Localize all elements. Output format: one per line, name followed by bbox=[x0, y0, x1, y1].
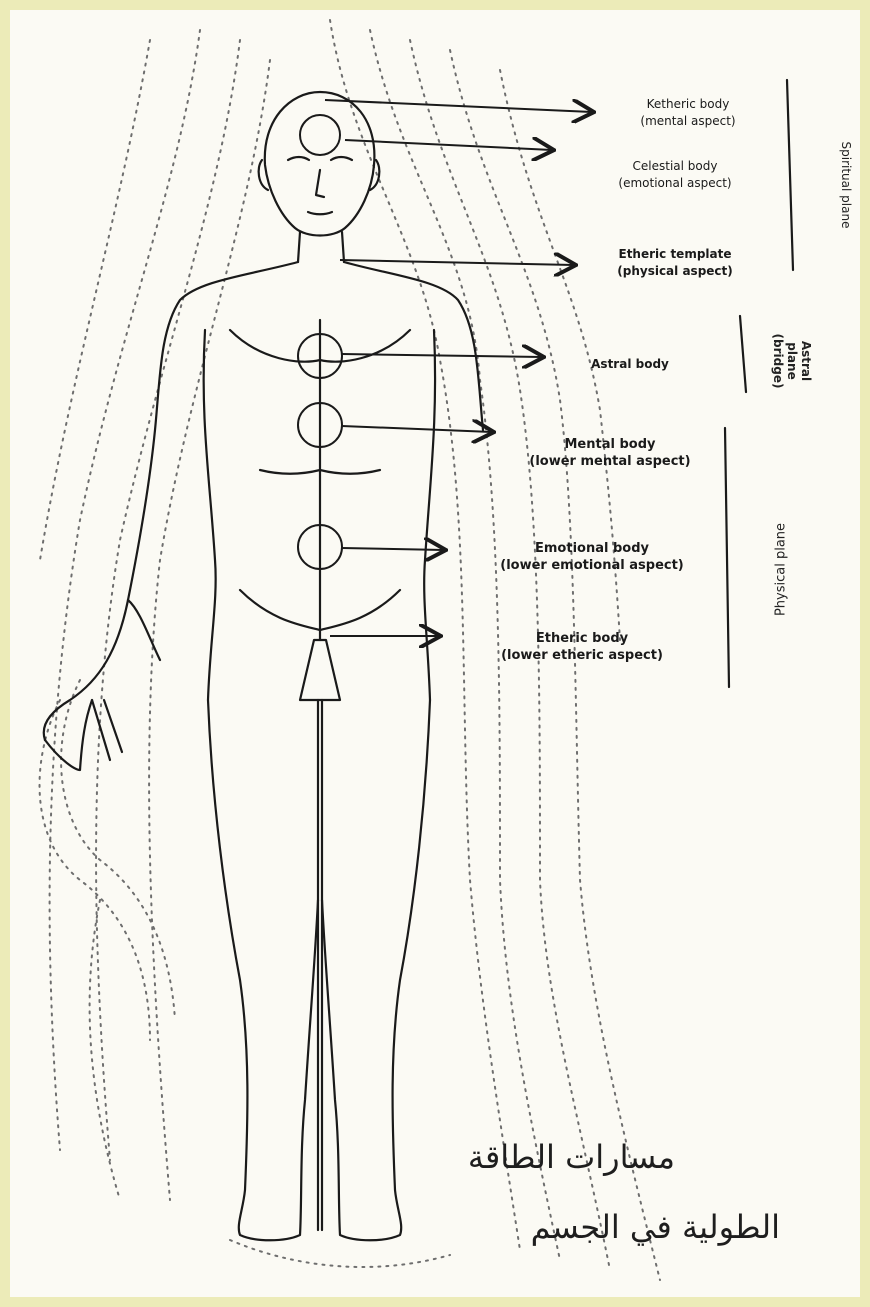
physical-plane-label: Physical plane bbox=[774, 515, 789, 625]
label-celestial-body: Celestial body (emotional aspect) bbox=[580, 158, 770, 192]
emotional-aspect: (lower emotional aspect) bbox=[472, 557, 712, 574]
human-figure bbox=[44, 92, 483, 1240]
emotional-title: Emotional body bbox=[472, 540, 712, 557]
arrow-emotional bbox=[342, 548, 444, 550]
aura-body-illustration bbox=[10, 10, 860, 1297]
physical-bracket bbox=[725, 428, 729, 687]
astral-bracket bbox=[740, 316, 746, 392]
astral-title: Astral body bbox=[565, 356, 695, 373]
label-ketheric-body: Ketheric body (mental aspect) bbox=[608, 96, 768, 130]
label-mental-body: Mental body (lower mental aspect) bbox=[505, 436, 715, 470]
arrow-ketheric bbox=[325, 100, 592, 112]
astral-plane-line3: (bridge) bbox=[771, 321, 785, 401]
spiritual-bracket bbox=[787, 80, 793, 270]
astral-plane-line1: Astral bbox=[799, 321, 813, 401]
mental-aspect: (lower mental aspect) bbox=[505, 453, 715, 470]
crown-chakra bbox=[300, 115, 340, 155]
label-astral-body: Astral body bbox=[565, 356, 695, 373]
astral-plane-label: Astral plane (bridge) bbox=[771, 321, 813, 401]
celestial-title: Celestial body bbox=[580, 158, 770, 175]
label-etheric-body: Etheric body (lower etheric aspect) bbox=[472, 630, 692, 664]
ketheric-title: Ketheric body bbox=[608, 96, 768, 113]
arrow-celestial bbox=[345, 140, 552, 150]
arrow-etheric-template bbox=[340, 260, 574, 265]
etheric-aspect: (lower etheric aspect) bbox=[472, 647, 692, 664]
label-etheric-template: Etheric template (physical aspect) bbox=[585, 246, 765, 280]
astral-plane-line2: plane bbox=[785, 321, 799, 401]
caption-line-1: مسارات الطاقة bbox=[440, 1138, 675, 1176]
etheric-template-title: Etheric template bbox=[585, 246, 765, 263]
label-emotional-body: Emotional body (lower emotional aspect) bbox=[472, 540, 712, 574]
etheric-template-aspect: (physical aspect) bbox=[585, 263, 765, 280]
celestial-aspect: (emotional aspect) bbox=[580, 175, 770, 192]
ketheric-aspect: (mental aspect) bbox=[608, 113, 768, 130]
etheric-title: Etheric body bbox=[472, 630, 692, 647]
arrow-mental bbox=[342, 426, 492, 432]
spiritual-plane-label: Spiritual plane bbox=[839, 130, 853, 240]
caption-line-2: الطولية في الجسم bbox=[470, 1208, 780, 1246]
mental-title: Mental body bbox=[505, 436, 715, 453]
